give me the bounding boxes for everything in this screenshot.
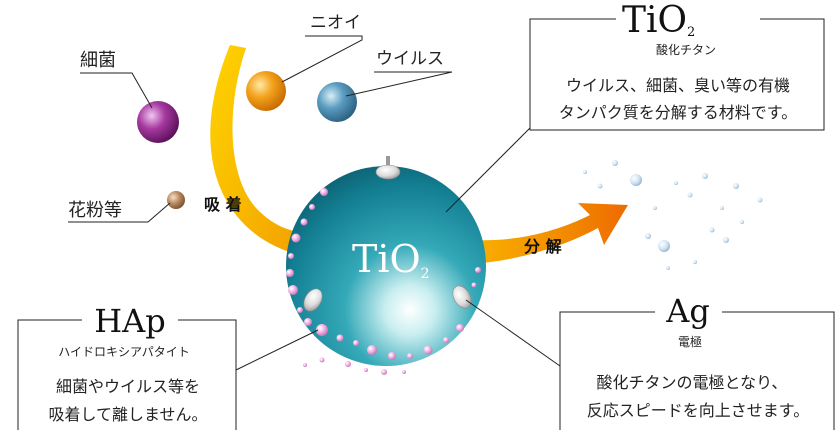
label-virus: ウイルス [376,49,444,69]
ag-box-title: Ag [665,292,710,330]
hap-leader-line [235,329,319,371]
ag-electrode-left [303,288,323,312]
decomposed-particles [583,160,763,270]
tio2-box-title: TiO2 [622,0,695,41]
decompose-arrow [474,203,628,264]
odor-particle [246,71,286,111]
tio2-leader-line [445,127,531,213]
hap-box-title: HAp [94,302,166,340]
bacteria-particle [137,101,179,143]
ag-box-line1: 酸化チタンの電極となり、 [597,373,788,392]
hap-box-line2: 吸着して離しません。 [48,405,207,424]
ag-box-line2: 反応スピードを向上させます。 [587,401,809,420]
particle-leader-lines [68,35,453,223]
pollen-particle [167,191,185,209]
tio2-sphere [286,166,486,366]
hap-box-subtitle: ハイドロキシアパタイト [58,345,190,359]
sphere-title: TiO2 [352,237,430,282]
tio2-box-line2: タンパク質を分解する材料です。 [559,103,797,122]
ag-electrode-right [452,285,472,309]
tio2-box-subtitle: 酸化チタン [656,42,716,57]
label-adsorption: 吸 着 [204,195,242,214]
hap-particles [286,188,481,375]
hap-info-box [17,319,237,430]
tio2-box-line1: ウイルス、細菌、臭い等の有機 [566,76,790,95]
hap-box-line1: 細菌やウイルス等を [56,377,200,396]
ag-leader-line [465,299,561,367]
ag-electrode-top [375,156,401,180]
ag-box-subtitle: 電極 [678,334,702,349]
adsorption-arrow [210,45,300,255]
label-odor: ニオイ [310,13,361,33]
label-bacteria: 細菌 [80,50,116,71]
tio2-info-box [529,18,825,131]
label-decompose: 分 解 [524,237,562,256]
label-pollen: 花粉等 [68,200,122,221]
virus-particle [317,82,357,122]
ag-info-box [559,311,835,430]
